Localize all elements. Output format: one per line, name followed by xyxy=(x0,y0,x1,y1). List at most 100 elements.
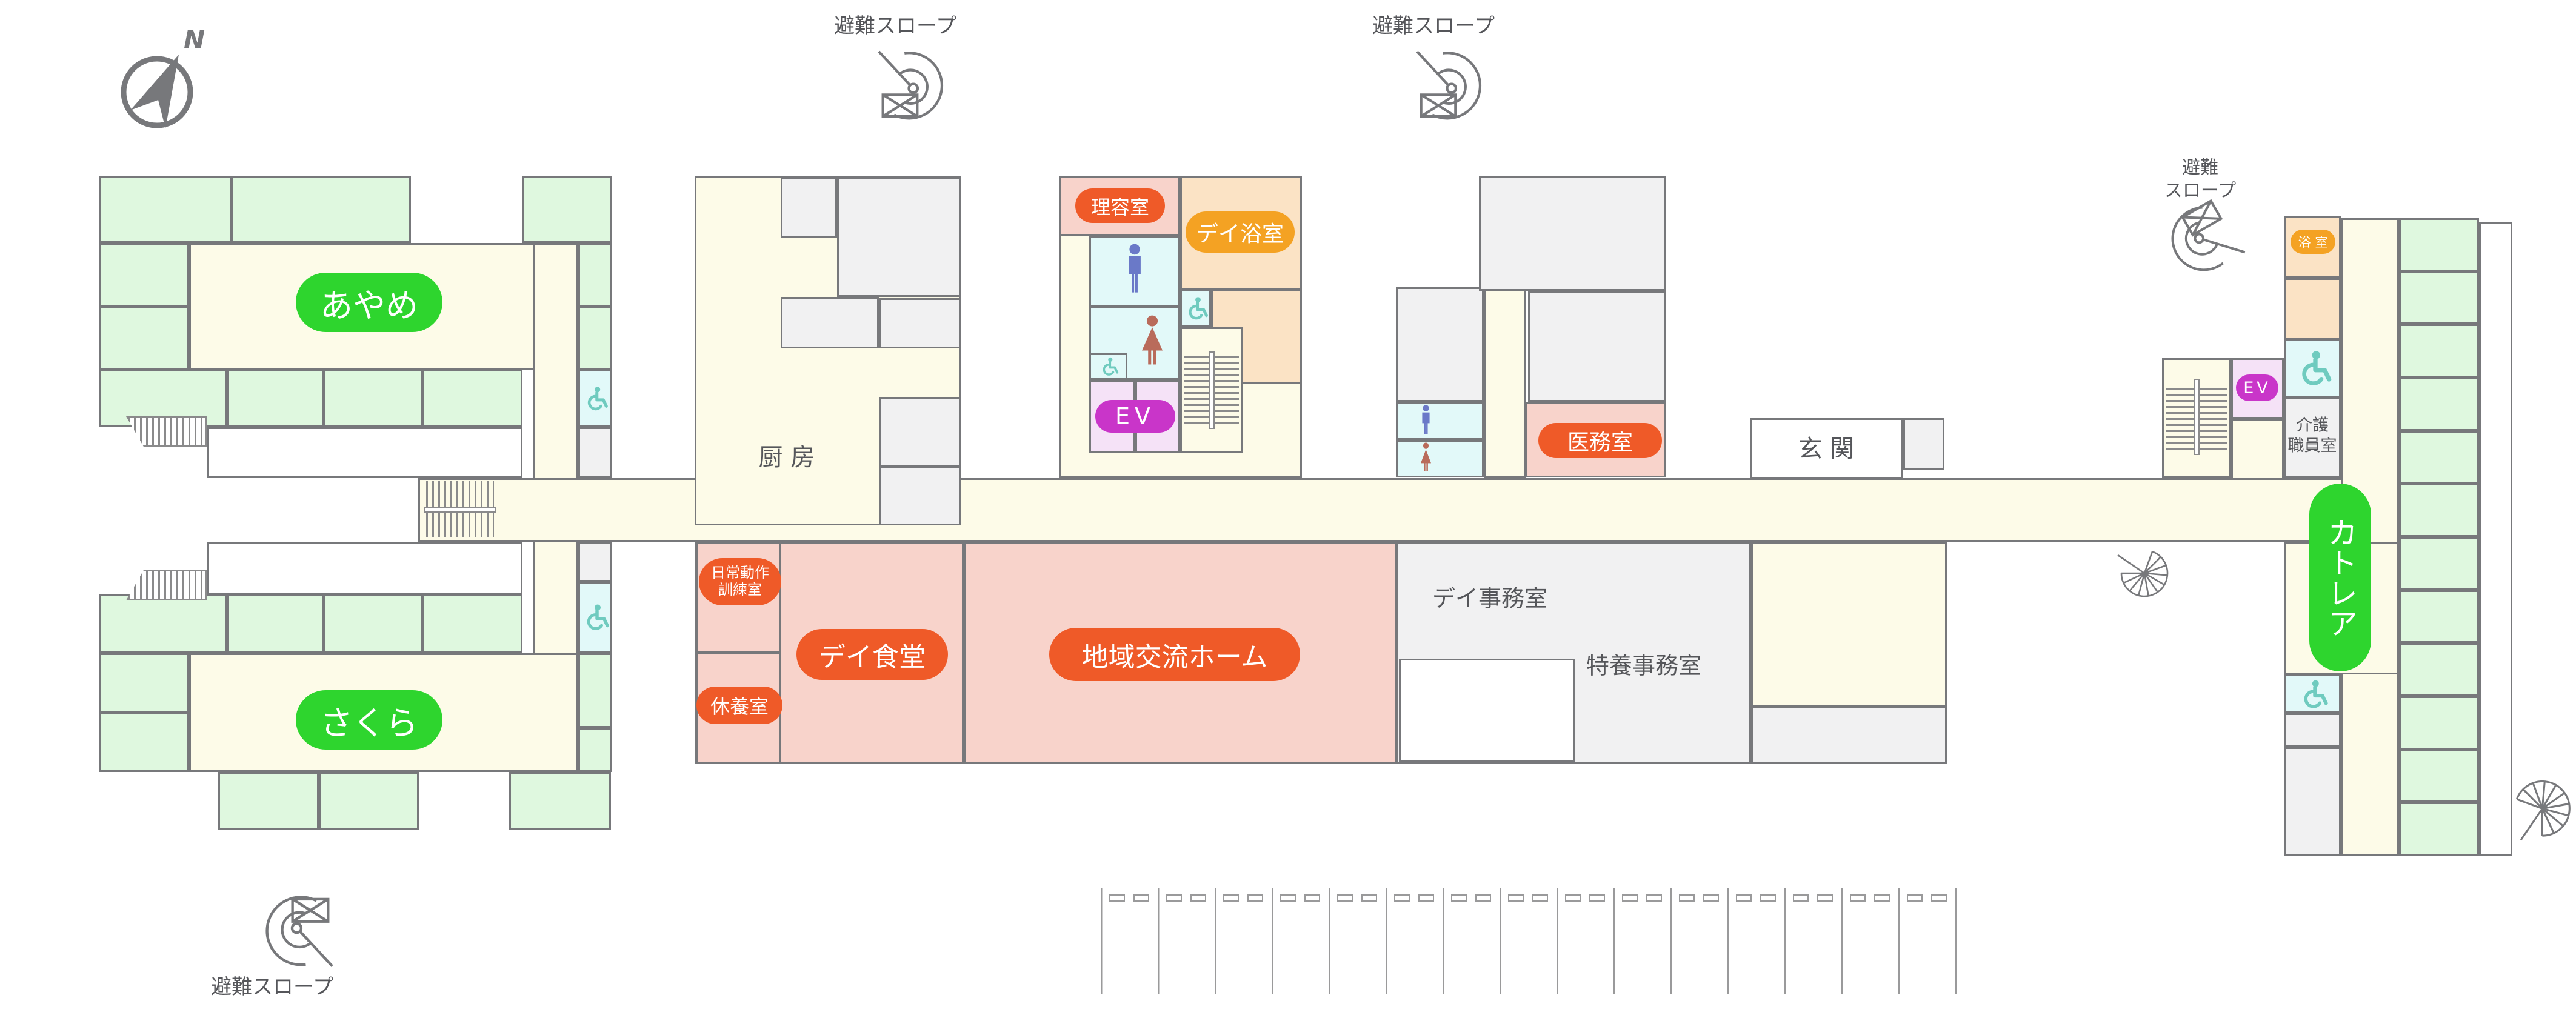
room-sakura-5 xyxy=(99,653,189,713)
spiral-stair-icon-1 xyxy=(2115,538,2176,599)
room-gray-top-2 xyxy=(1528,291,1666,402)
evac-slope-icon-3 xyxy=(2153,199,2246,282)
room-toilet-accessible-w2 xyxy=(578,582,612,653)
stairs-center xyxy=(1180,327,1243,453)
corridor-under-ev-east xyxy=(2231,419,2284,480)
female-toilet-icon-1 xyxy=(1135,315,1170,371)
room-gray-w2 xyxy=(578,542,612,582)
room-office-inner xyxy=(1399,659,1575,762)
parking-wheel-stop xyxy=(1532,894,1548,902)
parking-wheel-stop xyxy=(1418,894,1434,902)
room-cattleya-10 xyxy=(2399,696,2479,750)
room-cattleya-7 xyxy=(2399,537,2479,590)
room-bath-2 xyxy=(2284,278,2341,339)
label-evac-slope-3: 避難スロープ xyxy=(2164,157,2237,202)
room-east-col-4 xyxy=(578,728,612,772)
parking-wheel-stop xyxy=(1589,894,1605,902)
male-toilet-icon-2 xyxy=(1418,405,1434,437)
stairs-east xyxy=(2162,358,2231,478)
label-evac-slope-1: 避難スロープ xyxy=(834,13,956,38)
parking-wheel-stop xyxy=(1622,894,1638,902)
room-toilet-male-s xyxy=(1396,402,1484,440)
evac-slope-icon-2 xyxy=(1404,44,1506,131)
room-cattleya-3 xyxy=(2399,324,2479,378)
room-west-white-2 xyxy=(207,542,522,594)
room-toilet-accessible-w1 xyxy=(578,370,612,427)
room-ayame-7 xyxy=(227,370,324,427)
label-pill-community-home: 地域交流ホーム xyxy=(1049,628,1300,681)
room-gray-w1 xyxy=(578,427,612,478)
room-sakura-9 xyxy=(509,772,611,830)
parking-wheel-stop xyxy=(1133,894,1149,902)
room-care-staff xyxy=(2284,398,2341,478)
room-cattleya-11 xyxy=(2399,750,2479,802)
kitchen-gray-3 xyxy=(781,297,879,348)
room-east-col-3 xyxy=(578,653,612,728)
room-sakura-4 xyxy=(422,594,522,653)
spiral-stair-icon-2 xyxy=(2501,767,2572,847)
room-cattleya-2 xyxy=(2399,271,2479,324)
room-annex-gray xyxy=(1751,707,1947,764)
label-pill-barber: 理容室 xyxy=(1075,188,1165,223)
label-pill-cattleya: カトレア xyxy=(2309,484,2371,671)
room-sakura-2 xyxy=(227,594,324,653)
room-clinic-gray xyxy=(1396,287,1484,402)
parking-wheel-stop xyxy=(1451,894,1467,902)
label-pill-rest: 休養室 xyxy=(696,687,782,724)
parking-wheel-stop xyxy=(1679,894,1695,902)
kitchen-gray-6 xyxy=(879,467,961,525)
label-kitchen: 厨 房 xyxy=(758,444,815,471)
parking-wheel-stop xyxy=(1166,894,1182,902)
male-toilet-icon-1 xyxy=(1121,244,1148,298)
parking-wheel-stop xyxy=(1874,894,1890,902)
label-pill-training: 日常動作訓練室 xyxy=(699,558,781,605)
evac-slope-icon-4 xyxy=(227,883,359,974)
wheelchair-icon-e1 xyxy=(2294,349,2332,388)
parking-wheel-stop xyxy=(1280,894,1296,902)
room-cattleya-5 xyxy=(2399,431,2479,484)
stairs-wing-ayame xyxy=(126,416,207,447)
wheelchair-icon-w2 xyxy=(581,603,610,632)
room-east-gray-1 xyxy=(2284,713,2341,747)
female-toilet-icon-2 xyxy=(1417,442,1435,475)
room-toilet-accessible-a xyxy=(1180,290,1211,327)
label-pill-ev-1: EV xyxy=(1095,400,1175,433)
wheelchair-icon-e2 xyxy=(2297,679,2329,710)
label-genkan: 玄 関 xyxy=(1798,435,1855,463)
label-pill-day-bath: デイ浴室 xyxy=(1186,211,1295,253)
label-evac-slope-4: 避難スロープ xyxy=(211,974,333,999)
room-west-white-1 xyxy=(207,427,522,478)
label-pill-medical: 医務室 xyxy=(1538,423,1662,458)
parking-wheel-stop xyxy=(1247,894,1263,902)
room-east-gray-2 xyxy=(2284,747,2341,856)
parking-wheel-stop xyxy=(1337,894,1353,902)
label-pill-day-dining: デイ食堂 xyxy=(796,629,948,680)
kitchen-gray-5 xyxy=(879,397,961,467)
parking-wheel-stop xyxy=(1190,894,1206,902)
room-ayame-5 xyxy=(99,307,189,370)
room-ayame-4 xyxy=(99,243,189,307)
corridor-east-annex xyxy=(1751,542,1947,707)
compass-north-icon: N xyxy=(112,19,216,136)
room-sakura-1 xyxy=(99,594,227,653)
room-sakura-8 xyxy=(319,772,419,830)
kitchen-gray-1 xyxy=(781,177,837,238)
room-toilet-accessible-e1 xyxy=(2284,339,2341,398)
room-gray-top-1 xyxy=(1479,176,1666,291)
room-east-col-2 xyxy=(578,307,612,370)
parking-wheel-stop xyxy=(1907,894,1923,902)
label-care-staff: 介護職員室 xyxy=(2287,416,2337,455)
room-ayame-1 xyxy=(99,176,232,243)
parking-wheel-stop xyxy=(1760,894,1776,902)
parking-wheel-stop xyxy=(1565,894,1581,902)
room-cattleya-6 xyxy=(2399,484,2479,537)
parking-wheel-stop xyxy=(1475,894,1491,902)
label-evac-slope-2: 避難スロープ xyxy=(1372,13,1495,38)
parking-wheel-stop xyxy=(1736,894,1752,902)
kitchen-gray-4 xyxy=(879,298,961,348)
label-pill-bath: 浴 室 xyxy=(2291,230,2335,254)
label-pill-ayame: あやめ xyxy=(296,273,442,332)
room-cattleya-12 xyxy=(2399,802,2479,856)
wheelchair-icon-c2 xyxy=(1098,356,1119,377)
